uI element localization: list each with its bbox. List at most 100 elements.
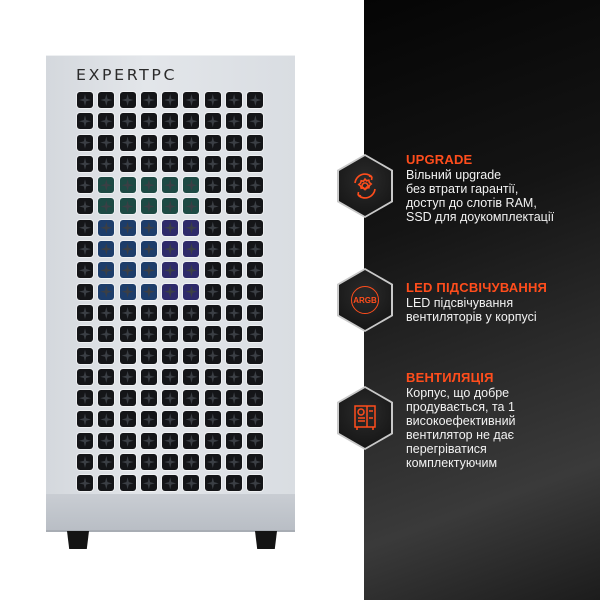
feature-title: UPGRADE <box>406 152 473 167</box>
mesh-hole <box>247 390 264 407</box>
hex-badge <box>337 154 393 218</box>
mesh-hole <box>119 155 136 172</box>
mesh-hole <box>183 390 200 407</box>
mesh-hole <box>140 475 157 492</box>
mesh-hole <box>140 347 157 364</box>
mesh-hole <box>247 198 264 215</box>
mesh-hole <box>119 390 136 407</box>
mesh-hole <box>183 475 200 492</box>
mesh-hole <box>204 241 221 258</box>
mesh-hole <box>247 475 264 492</box>
mesh-hole <box>77 177 93 194</box>
mesh-hole <box>162 241 179 258</box>
mesh-hole <box>204 390 221 407</box>
feature-title: LED ПІДСВІЧУВАННЯ <box>406 280 548 295</box>
mesh-hole <box>247 304 264 321</box>
mesh-hole <box>98 241 115 258</box>
mesh-hole <box>77 454 93 471</box>
mesh-hole <box>98 198 115 215</box>
mesh-hole <box>140 219 157 236</box>
mesh-hole <box>77 432 93 449</box>
mesh-hole <box>77 241 93 258</box>
mesh-hole <box>226 347 243 364</box>
mesh-hole <box>247 283 264 300</box>
mesh-hole <box>140 368 157 385</box>
mesh-hole <box>77 390 93 407</box>
mesh-hole <box>140 326 157 343</box>
mesh-hole <box>247 177 264 194</box>
mesh-hole <box>226 326 243 343</box>
mesh-hole <box>162 198 179 215</box>
mesh-hole <box>226 134 243 151</box>
mesh-hole <box>119 368 136 385</box>
mesh-hole <box>140 411 157 428</box>
mesh-hole <box>162 113 179 130</box>
mesh-hole <box>77 347 93 364</box>
mesh-hole <box>247 347 264 364</box>
mesh-hole <box>247 113 264 130</box>
mesh-hole <box>98 262 115 279</box>
mesh-hole <box>204 92 221 108</box>
mesh-hole <box>162 92 179 108</box>
feature-panel <box>364 0 600 600</box>
mesh-hole <box>226 283 243 300</box>
mesh-hole <box>226 92 243 108</box>
mesh-hole <box>98 454 115 471</box>
mesh-hole <box>119 177 136 194</box>
mesh-hole <box>226 454 243 471</box>
mesh-hole <box>204 219 221 236</box>
mesh-hole <box>183 304 200 321</box>
mesh-hole <box>183 219 200 236</box>
mesh-hole <box>183 155 200 172</box>
mesh-hole <box>140 241 157 258</box>
mesh-hole <box>162 155 179 172</box>
feature-description: LED підсвічування вентиляторів у корпусі <box>406 296 537 324</box>
mesh-hole <box>162 326 179 343</box>
mesh-hole <box>98 411 115 428</box>
mesh-hole <box>98 219 115 236</box>
mesh-hole <box>77 113 93 130</box>
mesh-hole <box>140 113 157 130</box>
mesh-hole <box>119 283 136 300</box>
mesh-hole <box>119 113 136 130</box>
mesh-hole <box>183 283 200 300</box>
mesh-hole <box>183 262 200 279</box>
mesh-hole <box>162 368 179 385</box>
mesh-hole <box>204 155 221 172</box>
mesh-hole <box>204 326 221 343</box>
mesh-hole <box>226 155 243 172</box>
mesh-hole <box>226 368 243 385</box>
gear-sync-icon <box>354 173 376 199</box>
mesh-hole <box>226 198 243 215</box>
mesh-hole <box>183 326 200 343</box>
mesh-hole <box>98 155 115 172</box>
mesh-hole <box>140 304 157 321</box>
feature-title: ВЕНТИЛЯЦІЯ <box>406 370 494 385</box>
mesh-hole <box>226 113 243 130</box>
mesh-hole <box>162 134 179 151</box>
mesh-hole <box>119 241 136 258</box>
mesh-hole <box>119 198 136 215</box>
mesh-hole <box>162 390 179 407</box>
mesh-hole <box>77 304 93 321</box>
mesh-hole <box>77 262 93 279</box>
mesh-hole <box>204 368 221 385</box>
mesh-hole <box>162 304 179 321</box>
mesh-hole <box>98 134 115 151</box>
mesh-hole <box>77 475 93 492</box>
mesh-hole <box>140 198 157 215</box>
mesh-hole <box>98 347 115 364</box>
mesh-hole <box>119 475 136 492</box>
mesh-hole <box>77 134 93 151</box>
mesh-hole <box>247 155 264 172</box>
pc-case-icon <box>354 405 376 430</box>
mesh-hole <box>183 368 200 385</box>
mesh-hole <box>119 134 136 151</box>
mesh-hole <box>183 177 200 194</box>
mesh-hole <box>183 92 200 108</box>
case-foot-right <box>255 531 277 549</box>
mesh-hole <box>204 134 221 151</box>
mesh-hole <box>162 432 179 449</box>
mesh-hole <box>183 241 200 258</box>
mesh-hole <box>77 198 93 215</box>
